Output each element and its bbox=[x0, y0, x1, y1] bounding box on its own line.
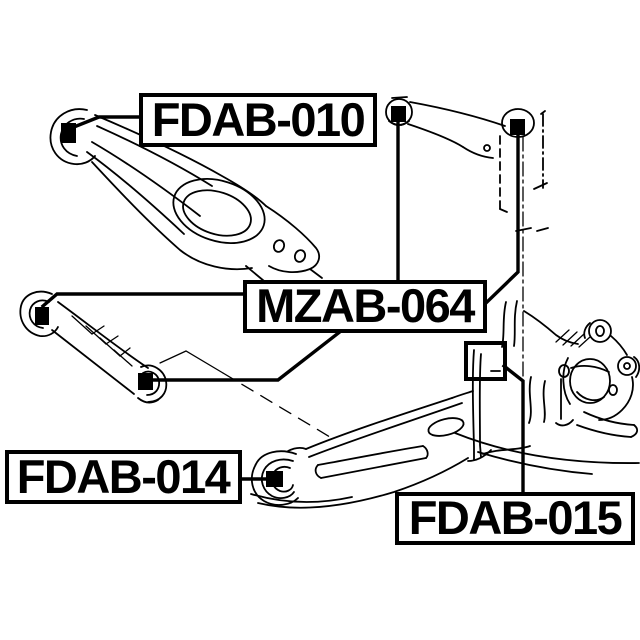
label-fdab-014: FDAB-014 bbox=[5, 450, 242, 504]
label-text-fdab-010: FDAB-010 bbox=[152, 93, 365, 146]
knuckle-hub-drawing bbox=[454, 300, 640, 475]
label-box-fdab-010 bbox=[139, 93, 377, 147]
upper-lateral-link-drawing bbox=[385, 96, 549, 381]
label-box-fdab-015 bbox=[395, 492, 635, 545]
leader-mzab-064-arm1-rear bbox=[148, 328, 344, 382]
bushing-markers bbox=[35, 106, 525, 487]
bushing-marker-link-front bbox=[391, 106, 406, 122]
lower-lateral-arm-drawing bbox=[19, 290, 168, 404]
leader-mzab-064-arm1-front bbox=[40, 292, 247, 309]
leader-fdab-010 bbox=[71, 115, 143, 130]
label-fdab-010: FDAB-010 bbox=[139, 93, 377, 147]
leader-lines bbox=[40, 115, 525, 495]
label-box-mzab-064 bbox=[243, 280, 487, 333]
trailing-arm-drawing bbox=[250, 349, 531, 509]
fdab-015-target-marker bbox=[464, 341, 507, 381]
bushing-marker-trailing-arm bbox=[266, 471, 283, 487]
label-text-fdab-014: FDAB-014 bbox=[17, 450, 231, 503]
label-text-fdab-015: FDAB-015 bbox=[409, 491, 622, 544]
label-mzab-064: MZAB-064 bbox=[243, 279, 487, 333]
leader-mzab-064-arm2-rear bbox=[484, 132, 520, 305]
label-box-fdab-014 bbox=[5, 450, 242, 504]
bushing-marker-lateral-arm-front bbox=[35, 307, 49, 325]
bushing-marker-link-rear bbox=[510, 119, 525, 135]
ghost-reference-lines bbox=[159, 350, 336, 441]
label-text-mzab-064: MZAB-064 bbox=[256, 279, 475, 332]
label-fdab-015: FDAB-015 bbox=[395, 491, 635, 545]
bushing-marker-upper-arm bbox=[61, 123, 76, 143]
bushing-marker-lateral-arm-rear bbox=[138, 373, 153, 390]
leader-fdab-015 bbox=[501, 363, 525, 495]
upper-control-arm-drawing bbox=[49, 108, 323, 282]
